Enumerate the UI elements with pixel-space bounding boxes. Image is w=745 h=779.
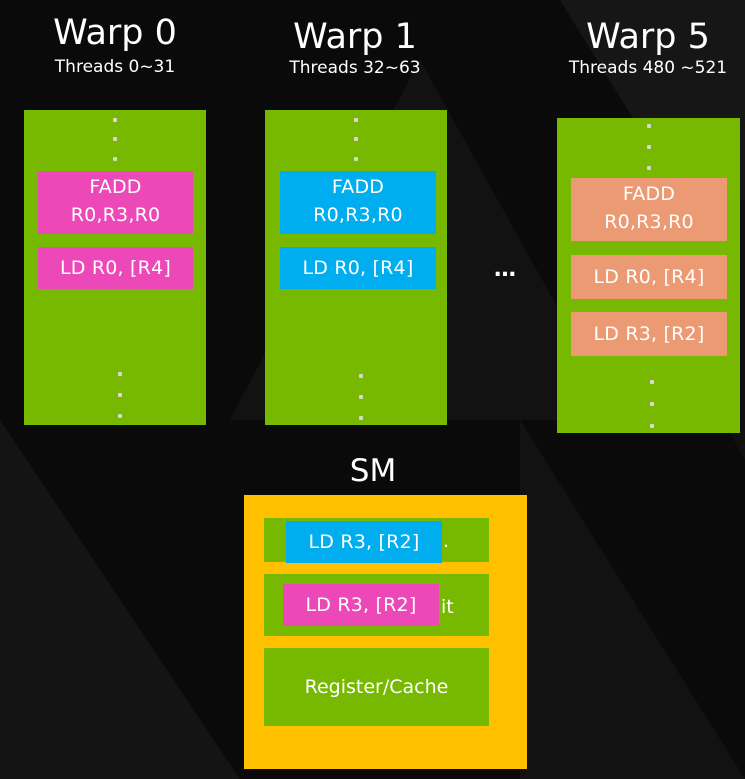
dot [359, 416, 363, 420]
instr-line1: LD R3, [R2] [305, 594, 417, 616]
dot [113, 118, 117, 122]
warp1-title: Warp 1 [293, 17, 417, 57]
warp1-ld-instruction: LD R0, [R4] [280, 247, 436, 289]
instr-line1: LD R0, [R4] [302, 257, 414, 279]
sm-unit-1-text-fragment: . [443, 530, 450, 552]
dot [354, 118, 358, 122]
dot [647, 166, 651, 170]
warp0-fadd-instruction: FADD R0,R3,R0 [38, 171, 193, 234]
instr-line2: R0,R3,R0 [604, 211, 694, 233]
instr-line1: FADD [89, 176, 142, 198]
warp5-fadd-instruction: FADD R0,R3,R0 [571, 178, 727, 241]
instr-line1: FADD [331, 176, 385, 198]
dot [647, 124, 651, 128]
instr-line1: FADD [622, 183, 676, 205]
dot [359, 395, 363, 399]
ellipsis: … [494, 257, 516, 282]
warp5-ld-r3-instruction: LD R3, [R2] [571, 312, 727, 356]
sm-title: SM [349, 453, 397, 489]
dot [647, 145, 651, 149]
sm-unit-2-text-fragment: it [441, 596, 454, 618]
instr-line1: LD R3, [R2] [593, 323, 705, 345]
warp5-threads: Threads 480 ~521 [568, 58, 728, 78]
dot [650, 424, 654, 428]
warp0-title: Warp 0 [53, 13, 177, 53]
dot [650, 402, 654, 406]
dot [359, 374, 363, 378]
dot [113, 137, 117, 141]
warp5-title: Warp 5 [586, 17, 710, 57]
warp1-fadd-instruction: FADD R0,R3,R0 [280, 171, 436, 234]
dot [118, 372, 122, 376]
instr-line2: R0,R3,R0 [70, 204, 161, 226]
dot [650, 380, 654, 384]
dot [354, 137, 358, 141]
instr-line1: LD R3, [R2] [308, 531, 420, 553]
warp1-threads: Threads 32~63 [289, 58, 421, 78]
instr-line2: R0,R3,R0 [313, 204, 403, 226]
register-cache-block: Register/Cache [264, 648, 489, 726]
dot [118, 414, 122, 418]
instr-line1: LD R0, [R4] [60, 257, 171, 279]
dot [113, 157, 117, 161]
instr-line1: LD R0, [R4] [593, 266, 705, 288]
sm-unit-1-ld-instruction: LD R3, [R2] [286, 521, 442, 563]
warp0-threads: Threads 0~31 [54, 57, 176, 77]
warp0-ld-instruction: LD R0, [R4] [38, 247, 193, 289]
sm-unit-2-ld-instruction: LD R3, [R2] [283, 584, 439, 626]
register-cache-label: Register/Cache [304, 676, 449, 698]
dot [118, 393, 122, 397]
warp5-ld-r0-instruction: LD R0, [R4] [571, 255, 727, 299]
dot [354, 157, 358, 161]
